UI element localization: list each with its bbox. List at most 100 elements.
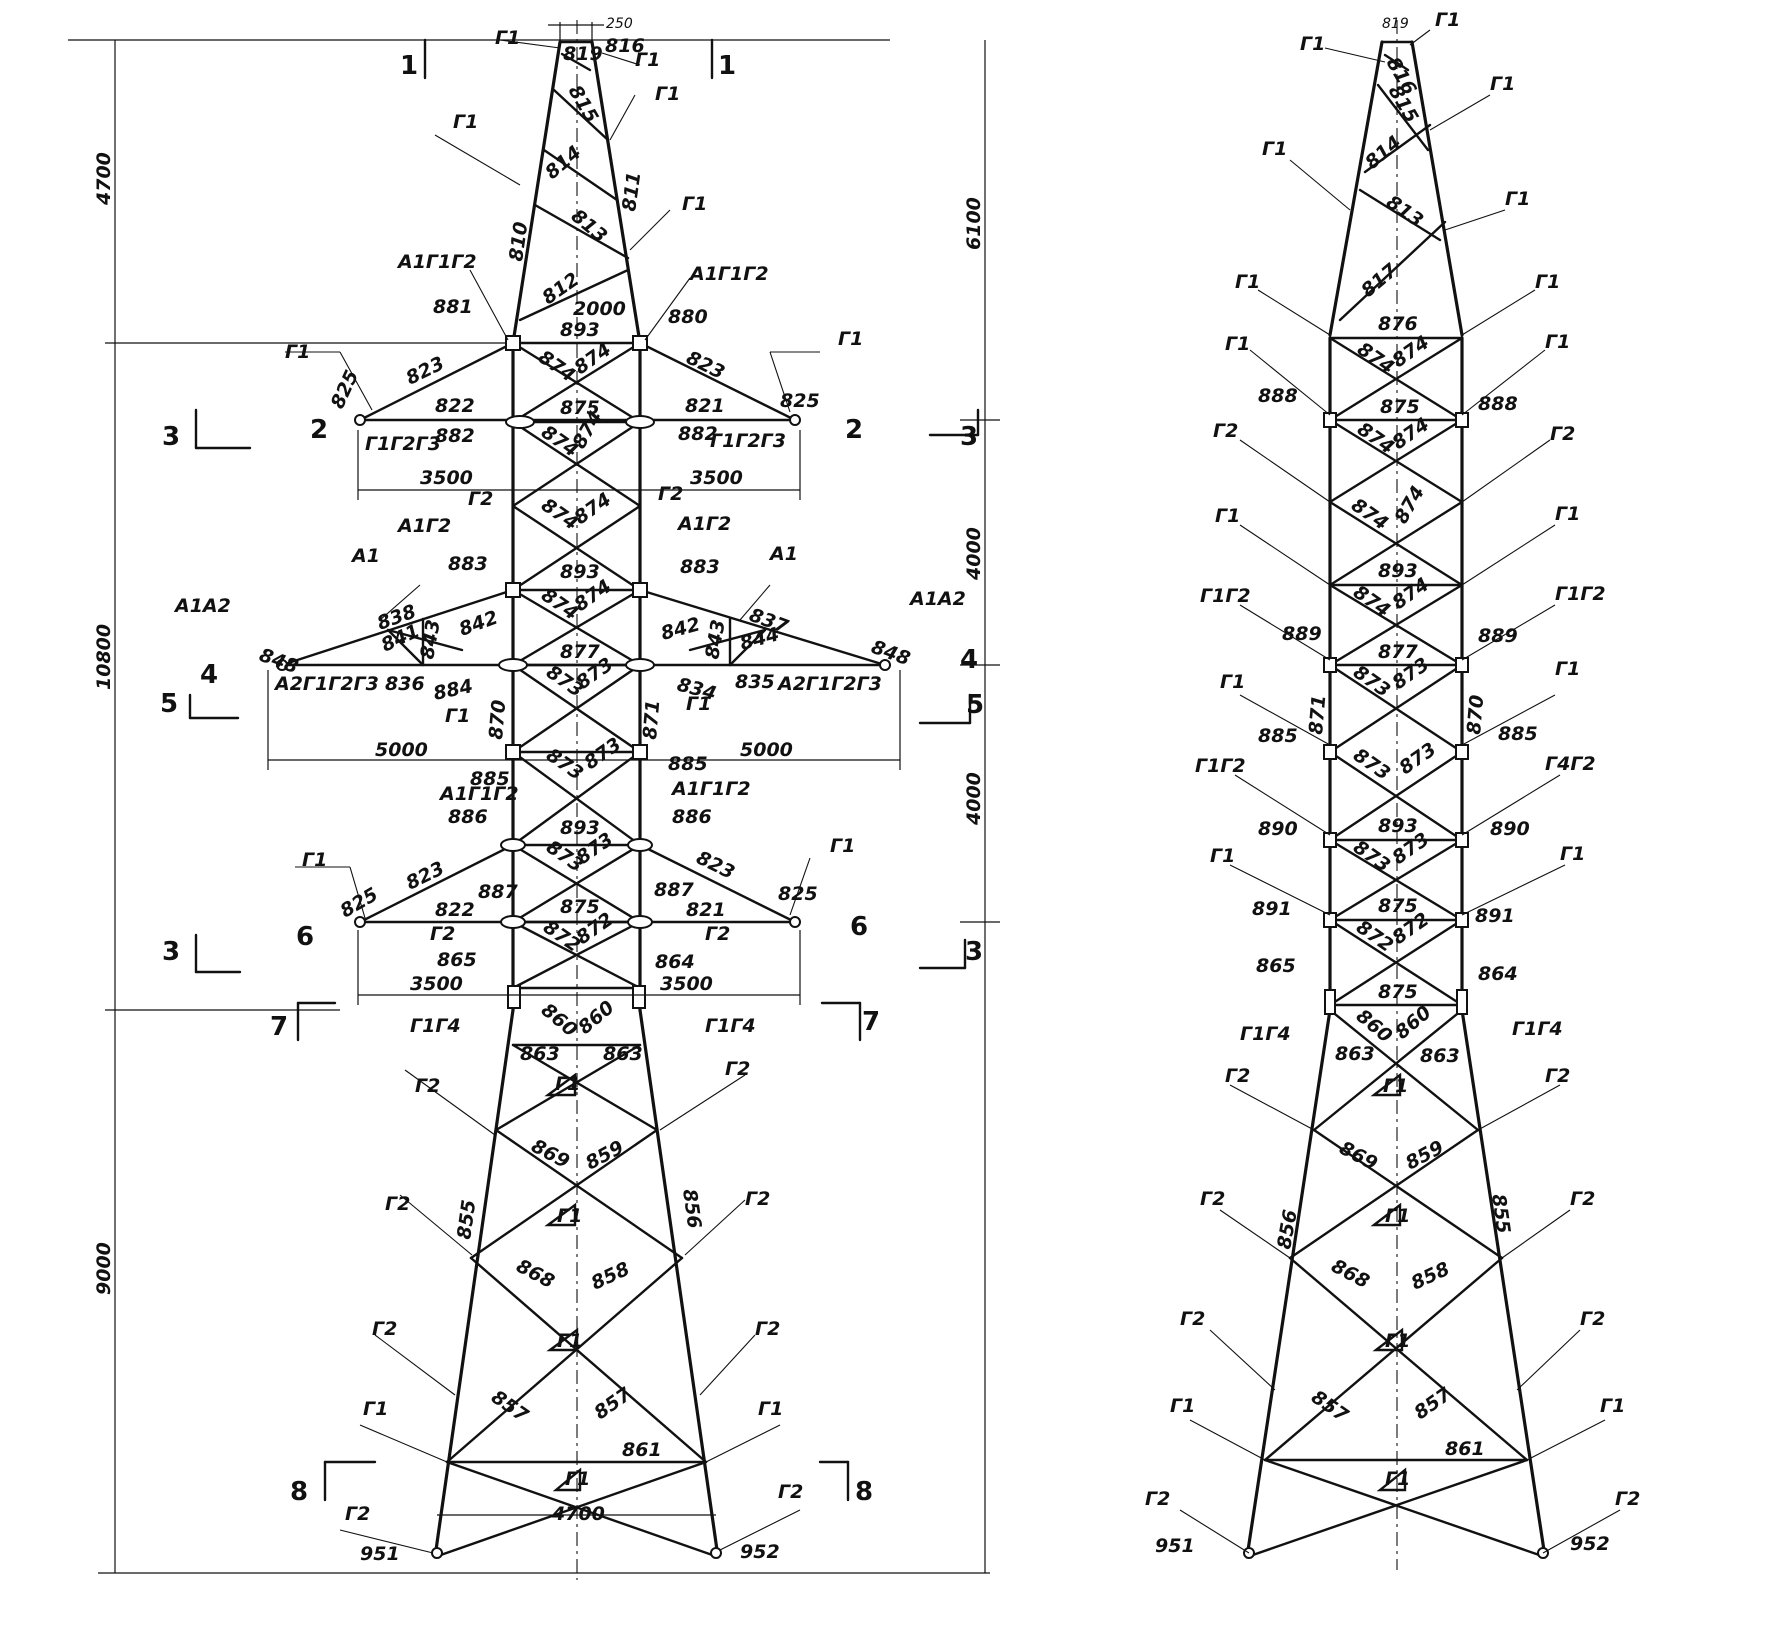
mark-g2-left-e: Г2	[415, 1075, 440, 1097]
part-821-a-left: 821	[685, 395, 725, 417]
part-870-left: 870	[485, 699, 510, 740]
mark-g1-left-e: Г1	[682, 193, 707, 215]
mark-g1-right-a: Г1	[1435, 9, 1460, 31]
part-823-d-left: 823	[693, 847, 738, 884]
part-876-right: 876	[1378, 313, 1418, 335]
part-865-left: 865	[437, 949, 477, 971]
part-855-left: 855	[453, 1198, 480, 1240]
mark-a1g1g2-left-c: А1Г1Г2	[438, 783, 519, 805]
part-856-left: 856	[678, 1188, 705, 1230]
section-label-3-lower-left: 3	[162, 937, 180, 967]
part-883-a-left: 883	[448, 553, 488, 575]
part-863-a-left: 863	[520, 1043, 560, 1065]
part-877-left: 877	[560, 641, 600, 663]
mark-g4g2-right: Г4Г2	[1545, 753, 1596, 775]
mark-g1-right-j: Г1	[1215, 505, 1240, 527]
mark-g1g4-left-b: Г1Г4	[705, 1015, 756, 1037]
mark-a1g1g2-left-b: А1Г1Г2	[688, 263, 769, 285]
part-886-a-left: 886	[448, 806, 488, 828]
part-890-b-right: 890	[1490, 818, 1530, 840]
mark-g1-right-h: Г1	[1225, 333, 1250, 355]
part-952-right: 952	[1570, 1533, 1610, 1555]
left-leaders	[285, 39, 820, 1554]
mark-g2-right-d: Г2	[1545, 1065, 1570, 1087]
mark-g1g2-right-b: Г1Г2	[1555, 583, 1606, 605]
section-label-4-left: 4	[200, 660, 218, 690]
part-858-right: 858	[1408, 1258, 1453, 1295]
mark-g1-right-l: Г1	[1220, 671, 1245, 693]
part-887-a-left: 887	[478, 881, 518, 903]
part-893-mid-left: 893	[560, 561, 600, 583]
mark-a1g2-left-b: А1Г2	[676, 513, 731, 535]
section-label-3-upper-right: 3	[960, 422, 978, 452]
left-tower	[276, 40, 891, 1559]
mark-g1g4-left-a: Г1Г4	[410, 1015, 461, 1037]
mark-g2-right-e: Г2	[1200, 1188, 1225, 1210]
part-891-b-right: 891	[1475, 905, 1515, 927]
part-857-b-right: 857	[1410, 1383, 1456, 1424]
mark-g1-left-o: Г1	[363, 1398, 388, 1420]
part-884-left: 884	[431, 675, 474, 705]
section-label-5-left: 5	[160, 689, 178, 719]
mark-g2-left-k: Г2	[345, 1503, 370, 1525]
mark-g1-left-q: Г1	[565, 1468, 590, 1490]
part-880-left: 880	[668, 306, 708, 328]
mark-g1-right-k: Г1	[1555, 503, 1580, 525]
part-825-a-left: 825	[327, 367, 364, 412]
mark-g1-left-d: Г1	[453, 111, 478, 133]
part-861-right: 861	[1445, 1438, 1485, 1460]
part-858-left: 858	[588, 1258, 633, 1295]
part-952-left: 952	[740, 1541, 780, 1563]
part-842-a-left: 842	[456, 606, 501, 640]
part-811-left: 811	[618, 170, 645, 212]
dim-250-text: 250	[606, 16, 633, 32]
mark-g2-left-l: Г2	[778, 1481, 803, 1503]
part-893-a-right: 893	[1378, 560, 1418, 582]
part-885-b-left: 885	[470, 768, 510, 790]
mark-g1-left-f: Г1	[285, 341, 310, 363]
mark-g1-left-p: Г1	[758, 1398, 783, 1420]
dim-5000-right: 5000	[740, 739, 793, 761]
part-873-d-right: 873	[1395, 738, 1440, 779]
part-825-b-left: 825	[780, 390, 820, 412]
part-889-b-right: 889	[1478, 625, 1518, 647]
mark-a1g1g2-left-a: А1Г1Г2	[396, 251, 477, 273]
mark-g1-right-g: Г1	[1535, 271, 1560, 293]
part-843-a-left: 843	[416, 618, 445, 661]
mark-g1-right-s: Г1	[1170, 1395, 1195, 1417]
mark-g1-left-k: Г1	[830, 835, 855, 857]
dim-4000a-vertical: 4000	[963, 527, 985, 581]
mark-g1g2g3-left-b: Г1Г2Г3	[710, 430, 786, 452]
mark-g1-left-h: Г1	[445, 705, 470, 727]
part-860-a-right: 860	[1352, 1005, 1397, 1047]
dim-2000: 2000	[573, 298, 626, 320]
part-874-f-right: 874	[1390, 482, 1429, 527]
part-875-b-left: 875	[560, 896, 600, 918]
part-871-left: 871	[639, 699, 664, 740]
mark-a1a2-left-b: А1А2	[908, 588, 966, 610]
part-817-right: 817	[1357, 259, 1402, 302]
dim-10800-vertical: 10800	[93, 624, 115, 690]
part-857-b-left: 857	[590, 1383, 636, 1424]
mark-g1-left-b: Г1	[635, 49, 660, 71]
part-881-left: 881	[433, 296, 473, 318]
part-810-left: 810	[505, 220, 532, 262]
part-875-b-right: 875	[1378, 895, 1418, 917]
section-label-6-left: 6	[296, 922, 314, 952]
mark-g1-right-n: Г1	[1210, 845, 1235, 867]
left-dimension-frame	[68, 20, 1000, 1580]
part-888-a-right: 888	[1258, 385, 1298, 407]
mark-g2-right-h: Г2	[1580, 1308, 1605, 1330]
mark-g2-right-b: Г2	[1550, 423, 1575, 445]
part-870-right: 870	[1463, 694, 1488, 735]
part-855-right: 855	[1487, 1193, 1514, 1235]
mark-g1-left-g: Г1	[838, 328, 863, 350]
part-813-right: 813	[1382, 191, 1427, 232]
mark-g2-right-i: Г2	[1145, 1488, 1170, 1510]
section-label-8-left: 8	[290, 1477, 308, 1507]
part-865-right: 865	[1256, 955, 1296, 977]
dim-9000-vertical: 9000	[93, 1242, 115, 1295]
part-814-left: 814	[541, 141, 586, 183]
